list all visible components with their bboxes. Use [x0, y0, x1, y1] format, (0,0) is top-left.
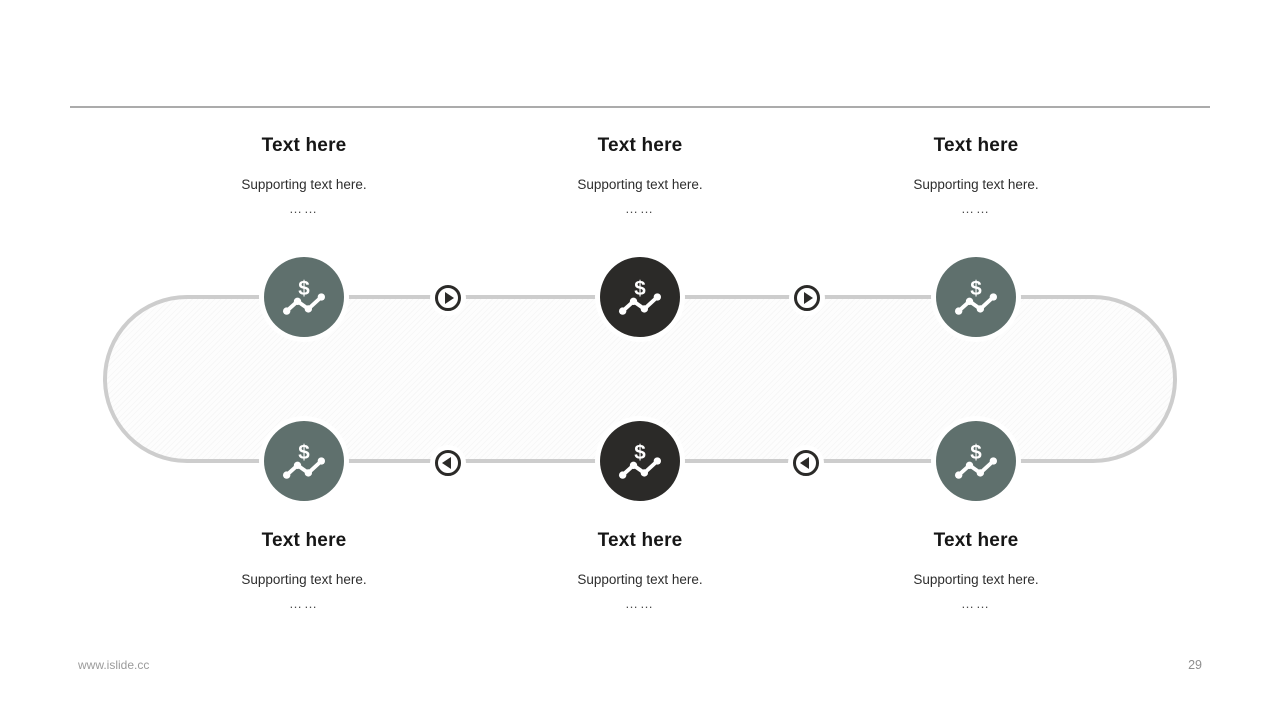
play-left-icon — [442, 457, 451, 469]
flow-arrow-left — [435, 450, 461, 476]
dollar-trend-icon: $ — [618, 441, 662, 479]
dollar-trend-icon: $ — [618, 277, 662, 315]
step-text-block: Text here Supporting text here. …… — [500, 529, 780, 612]
step-supporting-text: Supporting text here. — [913, 572, 1039, 587]
step-title: Text here — [261, 135, 347, 156]
step-title: Text here — [933, 530, 1019, 551]
svg-text:$: $ — [970, 441, 982, 464]
flow-arrow-right — [794, 285, 820, 311]
step-ellipsis: …… — [289, 596, 319, 611]
step-supporting-text: Supporting text here. — [913, 177, 1039, 192]
dollar-trend-icon: $ — [954, 277, 998, 315]
step-supporting-text: Supporting text here. — [241, 177, 367, 192]
dollar-trend-icon: $ — [282, 277, 326, 315]
play-left-icon — [800, 457, 809, 469]
step-text-block: Text here Supporting text here. …… — [836, 134, 1116, 217]
step-supporting-text: Supporting text here. — [577, 572, 703, 587]
step-title: Text here — [261, 530, 347, 551]
svg-text:$: $ — [970, 277, 982, 300]
step-text-block: Text here Supporting text here. …… — [836, 529, 1116, 612]
money-node: $ — [936, 257, 1016, 337]
step-ellipsis: …… — [961, 201, 991, 216]
step-text-block: Text here Supporting text here. …… — [164, 529, 444, 612]
money-node: $ — [600, 257, 680, 337]
dollar-trend-icon: $ — [954, 441, 998, 479]
step-title: Text here — [597, 530, 683, 551]
money-node: $ — [264, 421, 344, 501]
step-title: Text here — [933, 135, 1019, 156]
step-title: Text here — [597, 135, 683, 156]
flow-arrow-left — [793, 450, 819, 476]
header-divider — [70, 106, 1210, 108]
step-ellipsis: …… — [961, 596, 991, 611]
money-node: $ — [936, 421, 1016, 501]
dollar-trend-icon: $ — [282, 441, 326, 479]
page-number: 29 — [1188, 658, 1202, 672]
flow-arrow-right — [435, 285, 461, 311]
step-text-block: Text here Supporting text here. …… — [500, 134, 780, 217]
play-right-icon — [445, 292, 454, 304]
svg-text:$: $ — [634, 277, 646, 300]
step-supporting-text: Supporting text here. — [241, 572, 367, 587]
money-node: $ — [600, 421, 680, 501]
step-ellipsis: …… — [625, 596, 655, 611]
svg-text:$: $ — [298, 441, 310, 464]
step-text-block: Text here Supporting text here. …… — [164, 134, 444, 217]
money-node: $ — [264, 257, 344, 337]
play-right-icon — [804, 292, 813, 304]
svg-text:$: $ — [298, 277, 310, 300]
step-ellipsis: …… — [289, 201, 319, 216]
footer-url: www.islide.cc — [78, 658, 150, 672]
step-supporting-text: Supporting text here. — [577, 177, 703, 192]
step-ellipsis: …… — [625, 201, 655, 216]
svg-text:$: $ — [634, 441, 646, 464]
